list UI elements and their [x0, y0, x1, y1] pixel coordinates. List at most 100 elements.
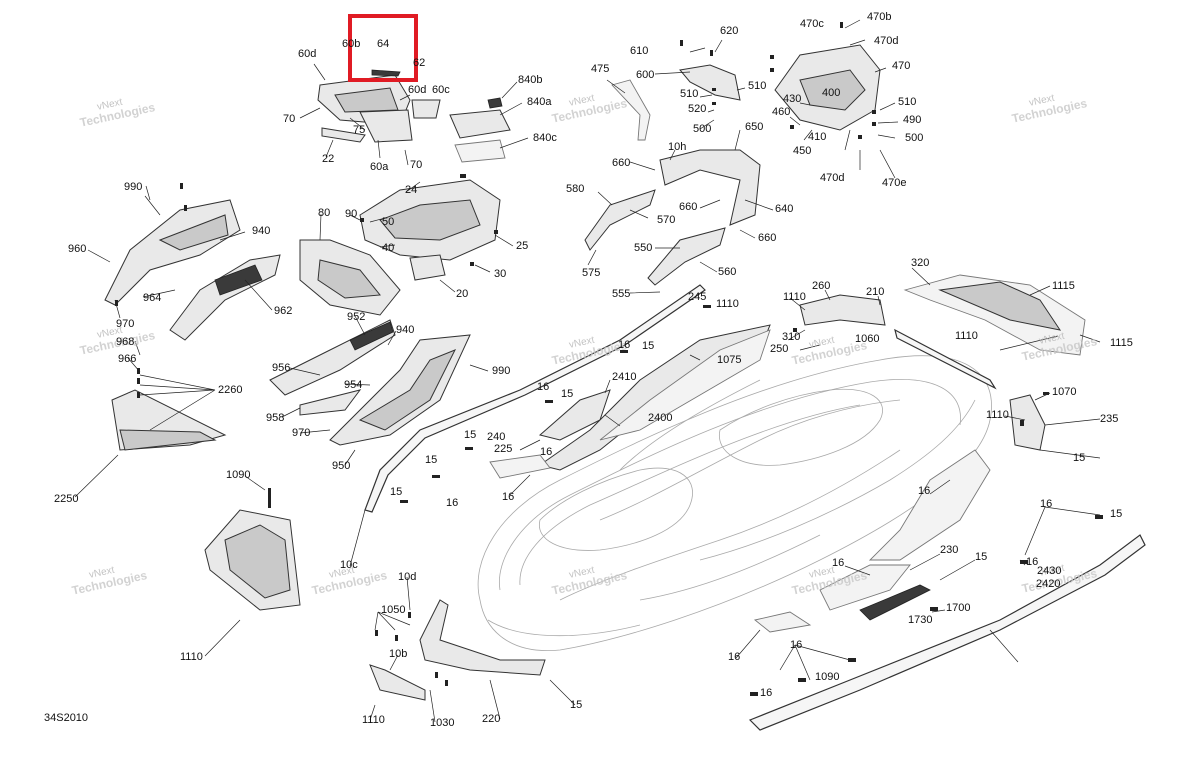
callout-label: 60d	[298, 48, 316, 60]
callout-label: 15	[1073, 452, 1085, 464]
callout-label: 968	[116, 336, 134, 348]
callout-label: 660	[612, 157, 630, 169]
callout-label: 660	[679, 201, 697, 213]
callout-label: 40	[382, 242, 394, 254]
part-group-top-left	[317, 69, 511, 163]
callout-label: 1110	[955, 330, 978, 342]
callout-label: 60b	[342, 38, 360, 50]
callout-label: 320	[911, 257, 929, 269]
watermark-line1: vNext	[808, 565, 836, 581]
callout-label: 15	[425, 454, 437, 466]
callout-label: 575	[582, 267, 600, 279]
callout-label: 250	[770, 343, 788, 355]
callout-label: 15	[570, 699, 582, 711]
callout-label: 16	[618, 339, 630, 351]
callout-label: 970	[292, 427, 310, 439]
callout-label: 75	[353, 124, 365, 136]
callout-label: 952	[347, 311, 365, 323]
callout-label: 16	[832, 557, 844, 569]
callout-label: 640	[775, 203, 793, 215]
callout-label: 220	[482, 713, 500, 725]
callout-label: 245	[688, 291, 706, 303]
callout-label: 966	[118, 353, 136, 365]
part-group-storage	[299, 179, 501, 316]
callout-label: 15	[642, 340, 654, 352]
part-group-left-panels	[104, 199, 471, 451]
watermark-line1: vNext	[96, 325, 124, 341]
watermark-line1: vNext	[568, 565, 596, 581]
callout-label: 15	[1110, 508, 1122, 520]
callout-label: 610	[630, 45, 648, 57]
callout-label: 430	[783, 93, 801, 105]
callout-label: 2260	[218, 384, 242, 396]
callout-label: 1070	[1052, 386, 1076, 398]
callout-label: 650	[745, 121, 763, 133]
watermark-line1: vNext	[1038, 331, 1066, 347]
watermark-line1: vNext	[568, 93, 596, 109]
callout-label: 470d	[874, 35, 898, 47]
callout-label: 10b	[389, 648, 407, 660]
callout-label: 2420	[1036, 578, 1060, 590]
callout-label: 2250	[54, 493, 78, 505]
callout-label: 20	[456, 288, 468, 300]
callout-label: 1090	[226, 469, 250, 481]
callout-label: 2400	[648, 412, 672, 424]
callout-label: 500	[693, 123, 711, 135]
callout-label: 470d	[820, 172, 844, 184]
callout-label: 15	[975, 551, 987, 563]
callout-label: 960	[68, 243, 86, 255]
callout-label: 80	[318, 207, 330, 219]
callout-label: 660	[758, 232, 776, 244]
callout-label: 10h	[668, 141, 686, 153]
callout-label: 16	[790, 639, 802, 651]
callout-label: 475	[591, 63, 609, 75]
callout-label: 16	[1026, 556, 1038, 568]
callout-label: 470e	[882, 177, 906, 189]
callout-label: 2430	[1037, 565, 1061, 577]
callout-label: 962	[274, 305, 292, 317]
leader-lines	[74, 19, 1101, 723]
hardware-marks	[115, 22, 1103, 696]
callout-label: 1115	[1052, 280, 1075, 292]
callout-label: 1090	[815, 671, 839, 683]
callout-label: 580	[566, 183, 584, 195]
callout-label: 70	[410, 159, 422, 171]
watermark-line1: vNext	[1028, 93, 1056, 109]
highlight-box-part-64	[348, 14, 418, 82]
callout-label: 10c	[340, 559, 358, 571]
callout-label: 70	[283, 113, 295, 125]
watermark-line1: vNext	[1038, 563, 1066, 579]
callout-label: 1700	[946, 602, 970, 614]
callout-label: 60a	[370, 161, 389, 173]
callout-label: 30	[494, 268, 506, 280]
callout-label: 16	[760, 687, 772, 699]
callout-label: 22	[322, 153, 334, 165]
callout-label: 520	[688, 103, 706, 115]
callout-label: 490	[903, 114, 921, 126]
callout-label: 1730	[908, 614, 932, 626]
callout-label: 560	[718, 266, 736, 278]
callout-label: 230	[940, 544, 958, 556]
callout-label: 600	[636, 69, 654, 81]
callout-label: 210	[866, 286, 884, 298]
callout-label: 15	[390, 486, 402, 498]
part-group-right	[748, 274, 1146, 731]
callout-label: 16	[1040, 498, 1052, 510]
callout-label: 260	[812, 280, 830, 292]
callout-label: 10d	[398, 571, 416, 583]
callout-label: 840a	[527, 96, 552, 108]
callout-label: 840b	[518, 74, 542, 86]
callout-label: 470b	[867, 11, 891, 23]
callout-label: 1110	[362, 714, 385, 726]
callout-label: 16	[537, 381, 549, 393]
callout-label: 1030	[430, 717, 454, 729]
part-group-center-strips	[364, 284, 771, 513]
callout-label: 570	[657, 214, 675, 226]
callout-label: 25	[516, 240, 528, 252]
callout-label: 16	[502, 491, 514, 503]
callout-label: 235	[1100, 413, 1118, 425]
callout-label: 1110	[180, 651, 203, 663]
